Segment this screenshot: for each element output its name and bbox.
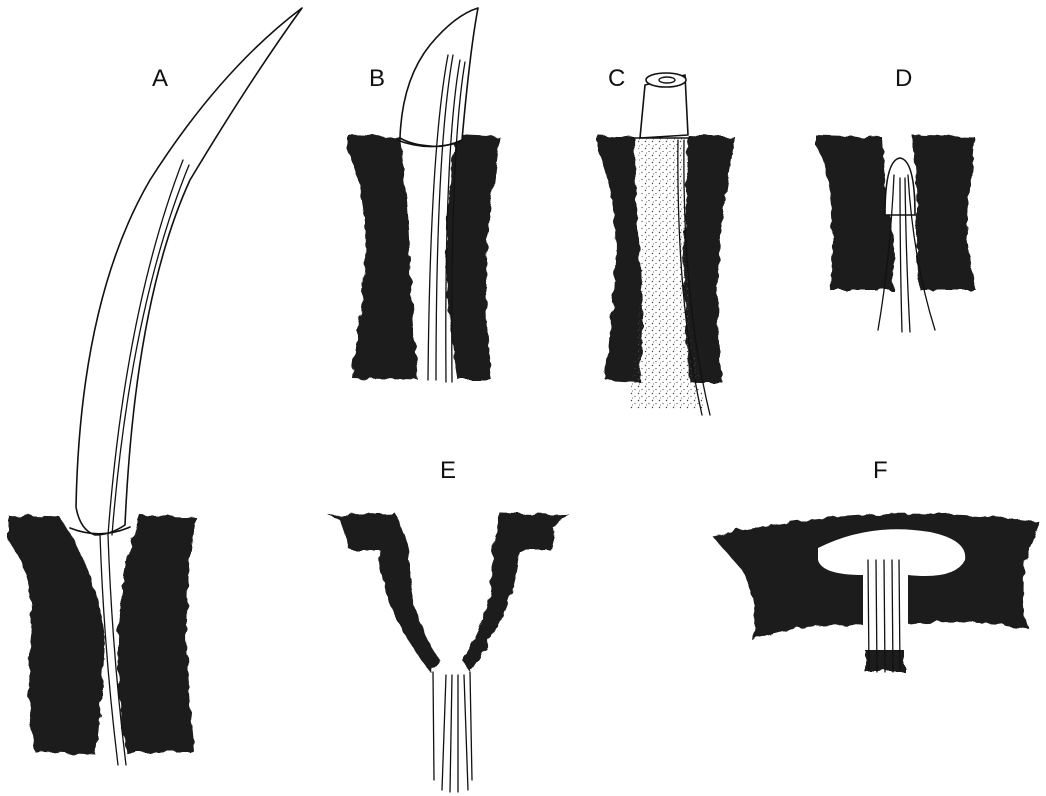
panel-label-f: F bbox=[873, 457, 888, 484]
cuticle-wall-right bbox=[118, 515, 196, 752]
cuticle-wall-left bbox=[598, 135, 643, 382]
cuticle-wall-left bbox=[348, 135, 418, 380]
panel-label-a: A bbox=[152, 65, 168, 92]
cuticle-wall-left bbox=[8, 515, 105, 755]
panel-label-b: B bbox=[369, 65, 385, 92]
cuticle-wall-right bbox=[912, 135, 976, 290]
panel-label-e: E bbox=[440, 457, 456, 484]
panel-b: B bbox=[348, 8, 500, 382]
cuticle-wall-left bbox=[815, 135, 895, 290]
peg-pore-inner bbox=[659, 77, 675, 83]
dendrite-bundle bbox=[433, 672, 472, 792]
panel-c: C bbox=[598, 65, 735, 415]
panel-d: D bbox=[815, 65, 976, 332]
cuticle-wall-right bbox=[462, 513, 570, 672]
panel-e: E bbox=[328, 457, 570, 792]
panel-f: F bbox=[712, 457, 1040, 672]
panel-label-d: D bbox=[895, 65, 912, 92]
hair-shaft bbox=[76, 8, 302, 535]
cuticle-wall-right bbox=[446, 135, 500, 380]
cuticle-wall-left bbox=[328, 513, 440, 672]
panel-label-c: C bbox=[608, 65, 625, 92]
panel-a: A bbox=[8, 8, 302, 765]
